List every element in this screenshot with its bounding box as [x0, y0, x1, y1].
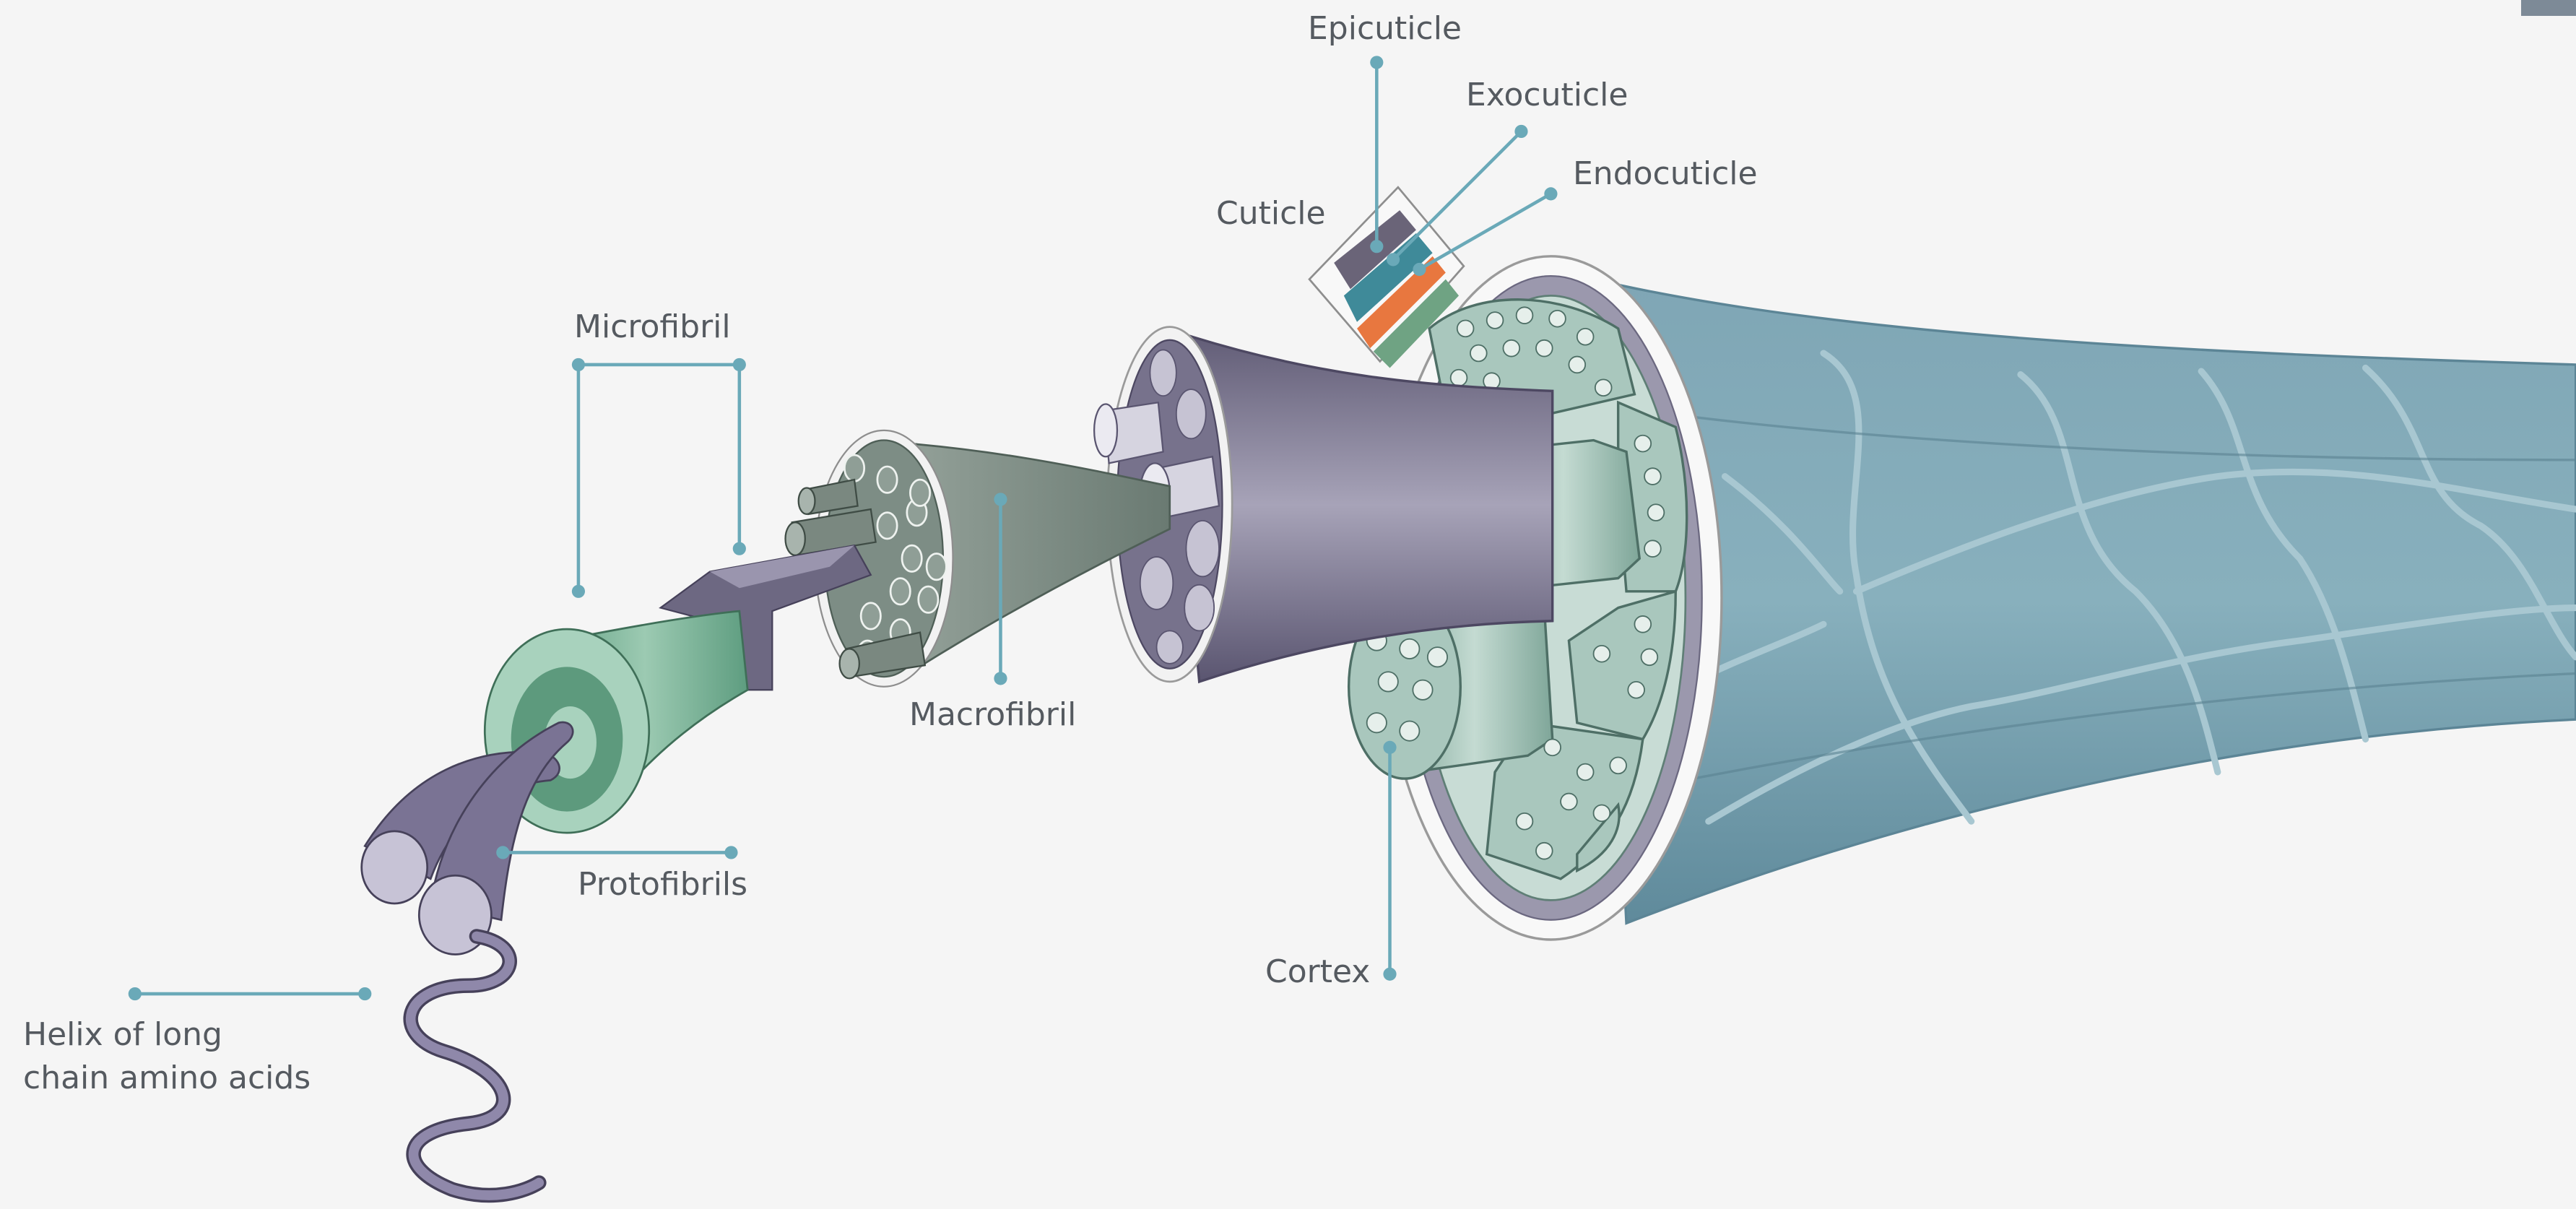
label-helix: Helix of long chain amino acids [23, 1013, 311, 1100]
label-microfibril: Microfibril [574, 306, 731, 349]
label-cortex: Cortex [1265, 950, 1370, 994]
label-epicuticle: Epicuticle [1308, 7, 1462, 51]
label-macrofibril: Macrofibril [909, 693, 1076, 737]
label-cuticle: Cuticle [1216, 192, 1326, 235]
corner-tab [2521, 0, 2576, 16]
label-endocuticle: Endocuticle [1573, 152, 1758, 196]
label-protofibrils: Protofibrils [578, 863, 747, 906]
label-exocuticle: Exocuticle [1466, 74, 1628, 117]
hair-shaft [1594, 280, 2576, 924]
